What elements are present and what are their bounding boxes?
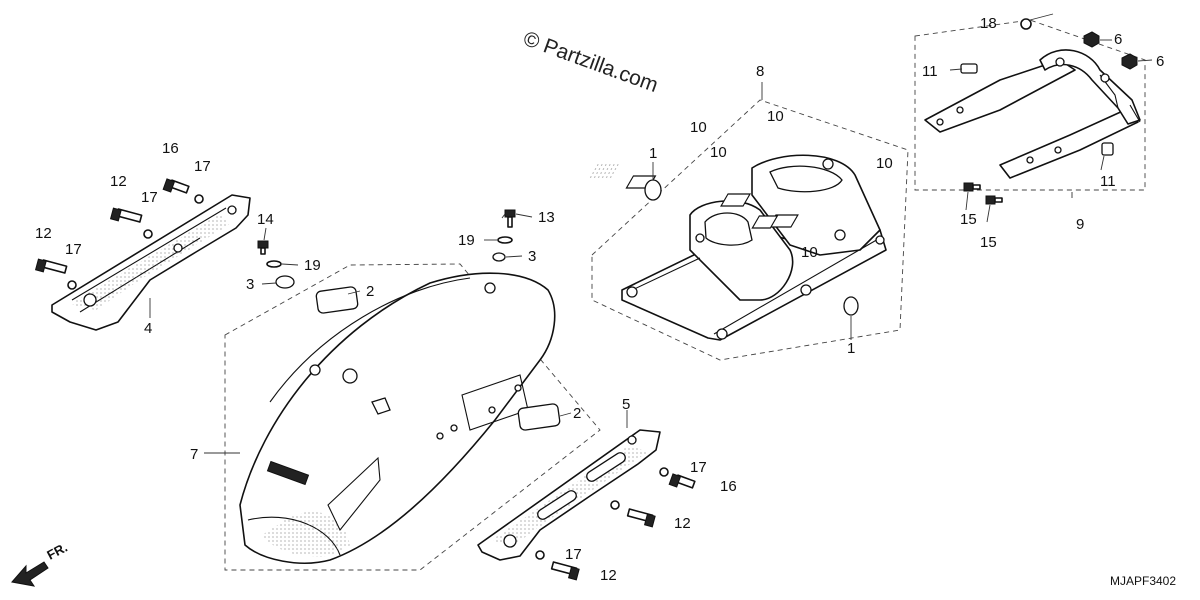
cushion-11-lower[interactable] — [1101, 142, 1114, 156]
bolt-12-right-lower[interactable] — [550, 561, 580, 581]
bolt-15-a[interactable] — [963, 182, 981, 192]
callout-1-lower[interactable]: 1 — [847, 340, 855, 357]
cushion-10-c[interactable] — [720, 193, 752, 207]
frame-assembly-outline — [591, 99, 909, 361]
callout-13[interactable]: 13 — [538, 209, 555, 226]
callout-16-left[interactable]: 16 — [162, 140, 179, 157]
callout-11-upper[interactable]: 11 — [922, 63, 938, 80]
callout-10-d[interactable]: 10 — [876, 155, 893, 172]
callout-9[interactable]: 9 — [1076, 216, 1084, 233]
diagram-code: MJAPF3402 — [1110, 574, 1176, 588]
callout-11-lower[interactable]: 11 — [1100, 173, 1116, 190]
cushion-10-a[interactable] — [589, 164, 620, 178]
front-direction-indicator: FR. — [11, 540, 70, 587]
callout-17-e[interactable]: 17 — [565, 546, 582, 563]
callout-12-c[interactable]: 12 — [674, 515, 691, 532]
bolt-15-b[interactable] — [985, 195, 1003, 205]
nut-6-upper[interactable] — [1083, 31, 1100, 48]
callout-12-d[interactable]: 12 — [600, 567, 617, 584]
washer-17-d[interactable] — [659, 467, 669, 477]
callout-8[interactable]: 8 — [756, 63, 764, 80]
callout-10-a[interactable]: 10 — [690, 119, 707, 136]
washer-17-c[interactable] — [67, 280, 77, 290]
washer-19-left[interactable] — [266, 260, 282, 268]
washer-17-a[interactable] — [194, 194, 204, 204]
bolt-13[interactable] — [504, 209, 516, 228]
callout-3-center[interactable]: 3 — [528, 248, 536, 265]
side-cover-left[interactable] — [51, 194, 251, 331]
callout-19-center[interactable]: 19 — [458, 232, 475, 249]
bolt-12-left-upper[interactable] — [109, 207, 143, 223]
front-indicator-label: FR. — [44, 540, 70, 563]
nut-6-lower[interactable] — [1121, 53, 1138, 70]
washer-19-center[interactable] — [497, 236, 513, 244]
leader-lines — [149, 13, 1153, 454]
cushion-10-e[interactable] — [751, 215, 779, 229]
callout-1-upper[interactable]: 1 — [649, 145, 657, 162]
callout-6-upper[interactable]: 6 — [1114, 31, 1122, 48]
bolt-12-left-lower[interactable] — [34, 258, 68, 274]
cushion-11-upper[interactable] — [960, 63, 978, 74]
callout-19-left[interactable]: 19 — [304, 257, 321, 274]
callout-10-c[interactable]: 10 — [767, 108, 784, 125]
callout-2-lower[interactable]: 2 — [573, 405, 581, 422]
callout-5[interactable]: 5 — [622, 396, 630, 413]
grommet-3-center[interactable] — [492, 252, 506, 262]
callout-10-e[interactable]: 10 — [801, 244, 818, 261]
callout-3-left[interactable]: 3 — [246, 276, 254, 293]
callout-labels: 1 1 2 2 3 3 4 5 6 6 7 8 9 10 10 10 10 10… — [35, 15, 1164, 584]
callout-16-right[interactable]: 16 — [720, 478, 737, 495]
washer-17-e[interactable] — [610, 500, 620, 510]
bolt-16-left[interactable] — [162, 178, 190, 194]
callout-17-a[interactable]: 17 — [194, 158, 211, 175]
rear-frame[interactable] — [621, 154, 887, 341]
callout-14[interactable]: 14 — [257, 211, 274, 228]
grommet-1-upper[interactable] — [644, 179, 662, 201]
grommet-1-lower[interactable] — [843, 296, 859, 316]
nut-18[interactable] — [1020, 18, 1032, 30]
washer-17-f[interactable] — [535, 550, 545, 560]
callout-18[interactable]: 18 — [980, 15, 997, 32]
grommet-3-left[interactable] — [275, 275, 295, 289]
bolt-16-right[interactable] — [668, 473, 696, 489]
callout-17-c[interactable]: 17 — [65, 241, 82, 258]
callout-12-a[interactable]: 12 — [110, 173, 127, 190]
callout-10-b[interactable]: 10 — [710, 144, 727, 161]
side-cover-right[interactable] — [477, 429, 661, 561]
callout-4[interactable]: 4 — [144, 320, 152, 337]
rear-fender[interactable] — [239, 272, 556, 564]
callout-17-b[interactable]: 17 — [141, 189, 158, 206]
callout-6-lower[interactable]: 6 — [1156, 53, 1164, 70]
fender-assembly-outline — [224, 263, 601, 571]
bracket-assembly-outline — [914, 19, 1146, 191]
callout-2-upper[interactable]: 2 — [366, 283, 374, 300]
callout-17-d[interactable]: 17 — [690, 459, 707, 476]
callout-12-b[interactable]: 12 — [35, 225, 52, 242]
washer-17-b[interactable] — [143, 229, 153, 239]
callout-7[interactable]: 7 — [190, 446, 198, 463]
callout-15-a[interactable]: 15 — [960, 211, 977, 228]
callout-15-b[interactable]: 15 — [980, 234, 997, 251]
grommet-rectangular-upper[interactable] — [315, 286, 359, 314]
watermark: © Partzilla.com — [520, 27, 661, 97]
bracket-assembly[interactable] — [924, 49, 1141, 179]
bolt-12-right-upper[interactable] — [626, 508, 656, 528]
grommet-rectangular-lower[interactable] — [517, 403, 561, 431]
bolt-14[interactable] — [257, 240, 269, 255]
